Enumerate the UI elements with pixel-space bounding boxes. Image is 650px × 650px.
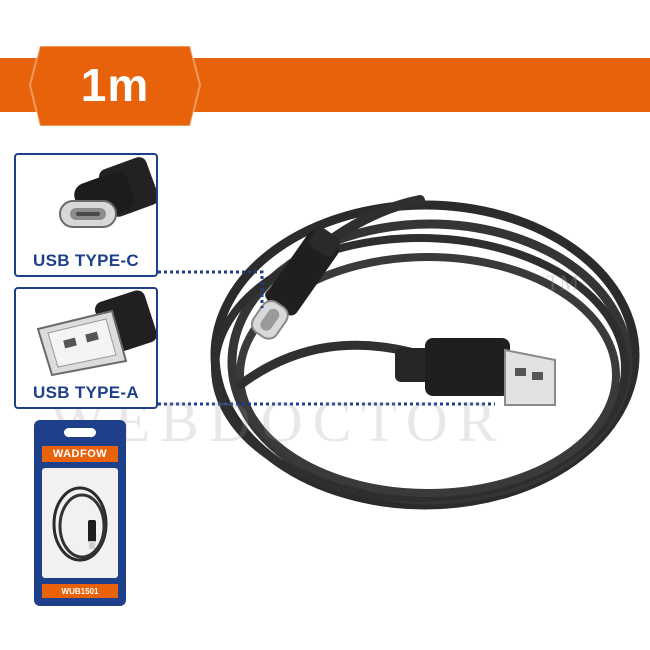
length-banner: 1m <box>0 40 650 136</box>
coiled-cable-illustration <box>210 195 640 510</box>
usb-type-c-plug <box>250 227 340 340</box>
package-hang-hole <box>64 428 96 437</box>
usb-type-a-plug <box>395 338 556 406</box>
usb-type-a-connector-icon <box>36 290 156 377</box>
type-c-callout-box: USB TYPE-C <box>14 153 158 277</box>
package-model-number: WUB1501 <box>42 584 118 598</box>
type-a-callout-box: USB TYPE-A <box>14 287 158 409</box>
type-a-label: USB TYPE-A <box>33 383 139 402</box>
banner-shape <box>0 45 650 127</box>
type-c-callout-line <box>158 270 264 308</box>
package-brand-logo: WADFOW <box>42 446 118 462</box>
package-cable-icon <box>52 486 108 562</box>
usb-type-c-connector-icon <box>59 157 156 228</box>
product-package: WADFOW WUB1501 <box>34 420 126 606</box>
package-window <box>42 468 118 578</box>
cable-length-text: 1m <box>80 59 150 111</box>
type-c-label: USB TYPE-C <box>33 251 139 270</box>
